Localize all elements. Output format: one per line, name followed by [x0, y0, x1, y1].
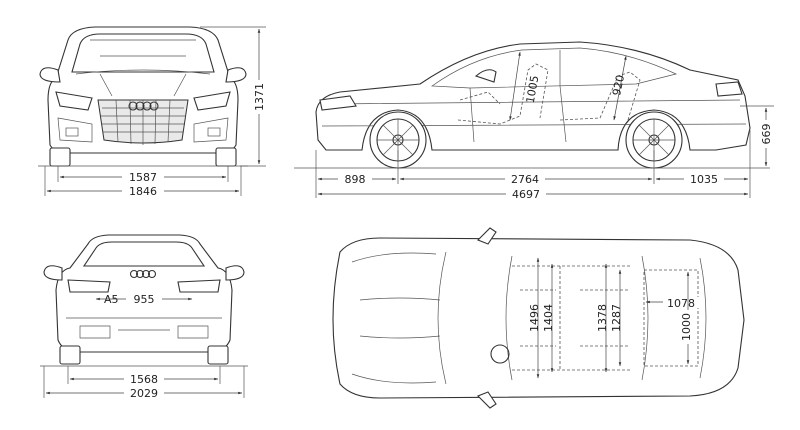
rear-trunk-opening-width-label: 955 — [134, 293, 155, 306]
rear-model-badge-icon: A5 — [104, 293, 119, 306]
front-right-tyre — [215, 147, 237, 167]
front-left-mirror-icon — [39, 67, 61, 83]
rear-shoulder-width-label: 1378 — [596, 304, 609, 332]
steering-wheel-icon — [490, 344, 510, 364]
side-taillight — [715, 81, 743, 97]
rear-headroom-label: 920 — [610, 74, 627, 97]
audi-rings-logo-icon — [128, 101, 159, 111]
front-shoulder-width-label: 1496 — [528, 304, 541, 332]
front-right-mirror-icon — [225, 67, 247, 83]
rear-elbow-width-label: 1287 — [610, 304, 623, 332]
rear-left-tyre — [59, 345, 81, 365]
trunk-length-label: 1078 — [667, 297, 695, 310]
front-left-tyre — [49, 147, 71, 167]
trunk-width-label: 1000 — [680, 313, 693, 341]
wheelbase-label: 2764 — [511, 173, 539, 186]
front-overhang-label: 898 — [345, 173, 366, 186]
rear-audi-rings-logo-icon — [129, 269, 157, 279]
side-window-outline — [430, 47, 678, 89]
top-view: 1496 1404 1378 1287 1078 1000 — [332, 227, 745, 409]
side-mirror-icon — [474, 69, 497, 83]
rear-track-width-label: 1568 — [130, 373, 158, 386]
side-view: 1005 920 898 2764 1035 4697 669 — [294, 41, 774, 201]
rear-left-mirror-icon — [43, 265, 63, 281]
top-left-mirror-icon — [477, 227, 497, 245]
front-elbow-width-label: 1404 — [542, 304, 555, 332]
rear-right-tyre — [207, 345, 229, 365]
rear-overhang-label: 1035 — [690, 173, 718, 186]
trunk-height-label: 669 — [760, 124, 773, 145]
rear-left-taillight — [67, 279, 111, 293]
top-right-mirror-icon — [477, 391, 497, 409]
side-body-outline — [315, 41, 751, 151]
rear-right-mirror-icon — [225, 265, 245, 281]
front-height-label: 1371 — [253, 83, 266, 111]
side-headlight — [319, 95, 357, 111]
front-windshield — [71, 33, 215, 73]
rear-right-taillight — [177, 279, 221, 293]
front-overall-width-label: 1846 — [129, 185, 157, 198]
front-headroom-label: 1005 — [524, 74, 542, 104]
front-track-width-label: 1587 — [129, 171, 157, 184]
front-right-headlight — [193, 91, 231, 111]
rear-window — [82, 241, 206, 267]
rear-view: A5 955 1568 2029 — [40, 234, 248, 400]
front-view: 1587 1846 1371 — [38, 26, 266, 198]
rear-width-with-mirrors-label: 2029 — [130, 387, 158, 400]
front-left-headlight — [55, 91, 93, 111]
overall-length-label: 4697 — [512, 188, 540, 201]
